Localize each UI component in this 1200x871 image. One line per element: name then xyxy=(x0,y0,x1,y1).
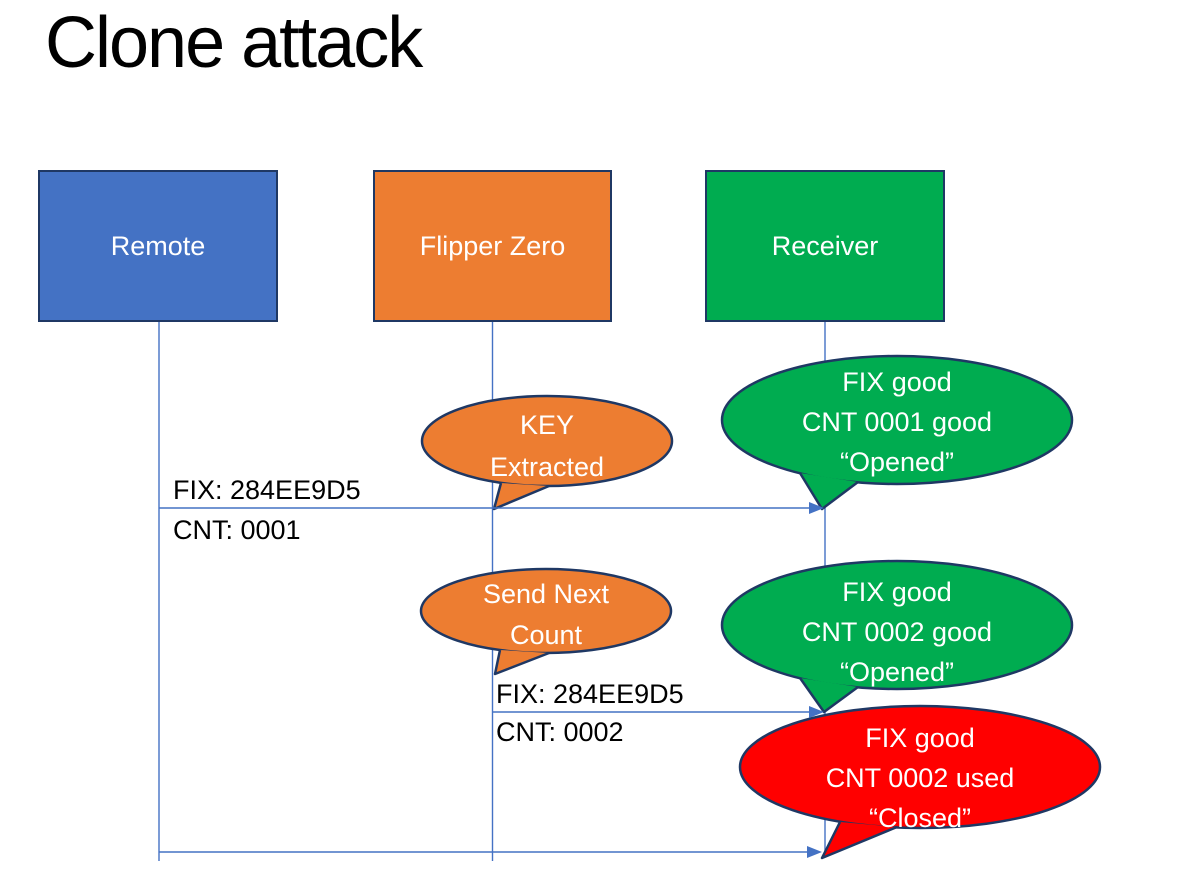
callout-line: Send Next xyxy=(482,579,610,609)
callout-opened2-shape xyxy=(720,559,1074,714)
actor-box-receiver: Receiver xyxy=(705,170,945,322)
callout-line: CNT 0002 good xyxy=(801,617,993,647)
slide-title: Clone attack xyxy=(45,3,423,83)
callout-line: FIX good xyxy=(842,367,952,397)
message1-arrowhead-icon xyxy=(809,502,824,514)
message2-cnt-label: CNT: 0002 xyxy=(496,717,624,747)
callout-opened1-shape xyxy=(720,354,1074,511)
callout-opened1-text: FIX good CNT 0001 good “Opened” xyxy=(722,362,1072,482)
callout-line: Extracted xyxy=(489,452,605,482)
callout-line: CNT 0001 good xyxy=(801,407,993,437)
callout-line: “Closed” xyxy=(868,803,972,833)
callout-opened1-tail xyxy=(798,472,859,511)
message3-arrowhead-icon xyxy=(807,846,822,858)
callout-closed-tail xyxy=(820,821,898,860)
callout-key-extracted-tail xyxy=(492,482,550,511)
callout-line: CNT 0002 used xyxy=(825,763,1015,793)
actor-box-flipper-zero: Flipper Zero xyxy=(373,170,612,322)
message2-fix-label: FIX: 284EE9D5 xyxy=(496,679,684,709)
message2-arrow xyxy=(492,706,824,718)
callout-opened2-text: FIX good CNT 0002 good “Opened” xyxy=(722,572,1072,692)
message1-fix-label: FIX: 284EE9D5 xyxy=(173,475,361,505)
callout-line: FIX good xyxy=(865,723,975,753)
callout-closed-text: FIX good CNT 0002 used “Closed” xyxy=(740,718,1100,838)
message2-arrowhead-icon xyxy=(809,706,824,718)
callout-key-extracted-text: KEY Extracted xyxy=(422,404,672,488)
actor-label-remote: Remote xyxy=(110,230,206,261)
message3-arrow xyxy=(159,846,822,858)
callout-line: KEY xyxy=(519,410,575,440)
actor-label-flipper-zero: Flipper Zero xyxy=(419,230,566,261)
callout-opened2-ellipse xyxy=(720,559,1074,691)
actor-box-remote: Remote xyxy=(38,170,278,322)
callout-send-next-text: Send Next Count xyxy=(421,574,671,656)
callout-opened1-ellipse xyxy=(720,354,1074,486)
callout-closed-ellipse xyxy=(738,704,1102,830)
callout-line: FIX good xyxy=(842,577,952,607)
callout-closed-shape xyxy=(738,704,1102,860)
callout-line: “Opened” xyxy=(839,447,955,477)
message1-arrow xyxy=(159,502,824,514)
callout-line: “Opened” xyxy=(839,657,955,687)
message1-cnt-label: CNT: 0001 xyxy=(173,515,301,545)
callout-send-next-tail xyxy=(493,649,550,676)
callout-send-next-shape xyxy=(419,567,673,676)
actor-label-receiver: Receiver xyxy=(771,230,879,261)
callout-key-extracted-shape xyxy=(420,394,674,511)
callout-line: Count xyxy=(509,620,583,650)
